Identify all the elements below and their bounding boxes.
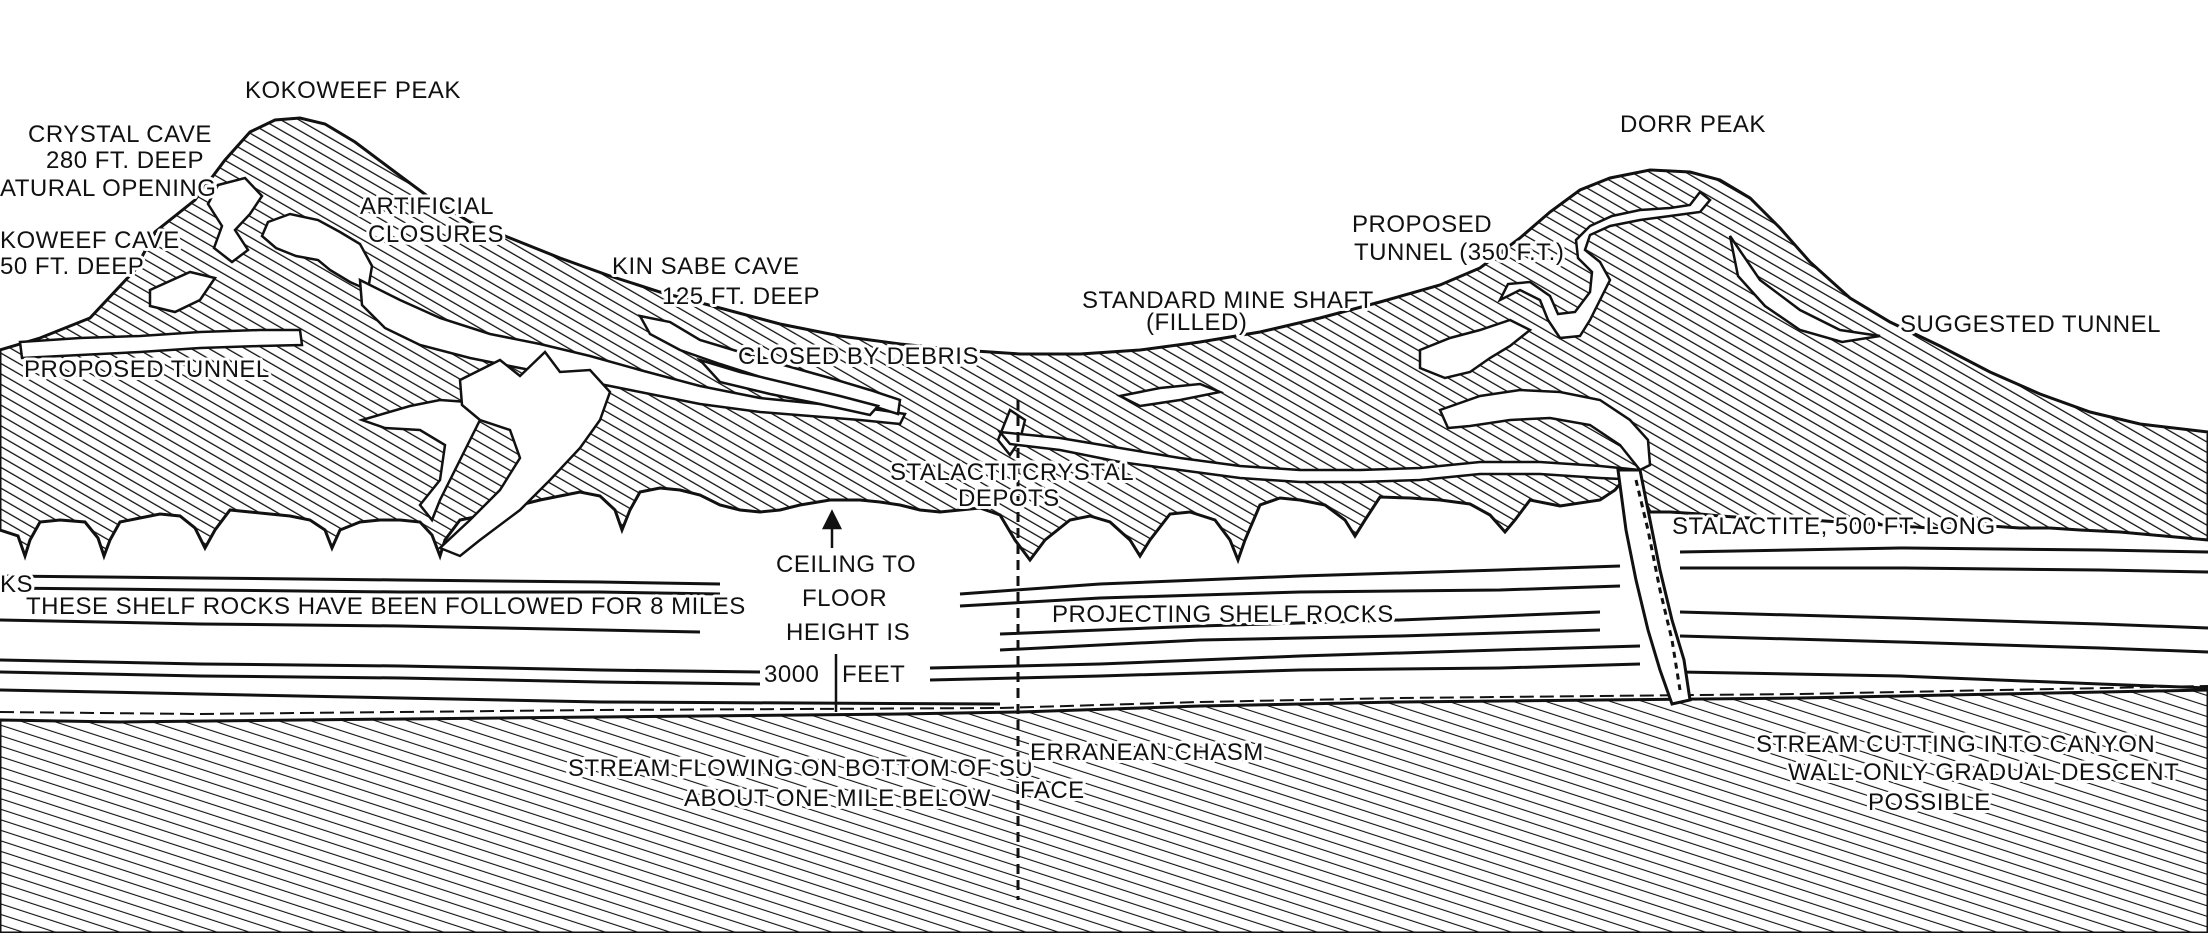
dorr-winding-passage — [1497, 190, 1712, 340]
label-kokoweef-cave: KOWEEF CAVE — [0, 227, 180, 254]
kokoweef-cave-passage — [148, 270, 218, 314]
stalactite-column — [1616, 468, 1692, 706]
closed-by-debris-passage — [696, 357, 881, 417]
proposed-tunnel-left-void — [18, 328, 304, 360]
label-deposits: DEPOTS — [958, 485, 1060, 512]
cave-passages — [18, 176, 1881, 558]
label-filled: (FILLED) — [1146, 309, 1247, 336]
label-rocks-edge: KS — [0, 571, 33, 598]
label-crystal-cave: CRYSTAL CAVE — [28, 121, 212, 148]
upper-rock-mass — [0, 116, 2208, 565]
label-tunnel-350: TUNNEL (350 F.T.) — [1354, 239, 1564, 266]
label-proposed: PROPOSED — [1352, 211, 1492, 238]
label-kin-sabe-cave: KIN SABE CAVE — [612, 253, 799, 280]
label-dorr-peak: DORR PEAK — [1620, 111, 1766, 138]
label-about-one-mile: ABOUT ONE MILE BELOW — [684, 785, 991, 812]
label-ceiling-to: CEILING TO — [776, 551, 916, 578]
label-stream-flowing: STREAM FLOWING ON BOTTOM OF SU — [568, 755, 1033, 782]
labels: KOKOWEEF PEAK CRYSTAL CAVE 280 FT. DEEP … — [0, 77, 2182, 819]
lower-ground-mass — [0, 688, 2208, 933]
label-wall-only: WALL-ONLY GRADUAL DESCENT — [1788, 759, 2179, 786]
label-artificial: ARTIFICIAL — [360, 193, 494, 220]
label-proposed-tunnel-left: PROPOSED TUNNEL — [24, 356, 270, 383]
label-stalactite-500: STALACTITE, 500 FT. LONG — [1672, 513, 1996, 540]
label-kin-sabe-depth: 125 FT. DEEP — [662, 283, 820, 310]
kin-sabe-passage — [637, 314, 902, 416]
label-projecting-shelf-rocks: PROJECTING SHELF ROCKS — [1052, 601, 1394, 628]
label-erranean-chasm: ERRANEAN CHASM — [1030, 739, 1264, 766]
stream-channel — [0, 685, 2208, 716]
label-suggested-tunnel: SUGGESTED TUNNEL — [1900, 311, 2161, 338]
label-face: FACE — [1020, 777, 1085, 804]
label-3000: 3000 — [764, 661, 819, 688]
dorr-tunnel-passage — [1418, 318, 1533, 380]
branch-passage-left — [357, 398, 482, 523]
label-kokoweef-cave-depth: 50 FT. DEEP — [0, 253, 144, 280]
label-shelf-rocks-followed: THESE SHELF ROCKS HAVE BEEN FOLLOWED FOR… — [26, 593, 746, 620]
shelf-rock-strata — [0, 546, 2208, 706]
label-crystal-cave-depth: 280 FT. DEEP — [46, 147, 204, 174]
label-height-is: HEIGHT IS — [786, 619, 910, 646]
mine-side-passage — [1116, 382, 1225, 408]
label-closures: CLOSURES — [368, 221, 504, 248]
label-stalactite-crystal: STALACTITCRYSTAL — [890, 459, 1134, 486]
label-standard-mine-shaft: STANDARD MINE SHAFT — [1082, 287, 1374, 314]
dorr-lower-passage — [1438, 388, 1652, 472]
label-floor: FLOOR — [802, 585, 887, 612]
artificial-closures-void — [260, 212, 374, 292]
label-stream-cutting: STREAM CUTTING INTO CANYON — [1756, 731, 2155, 758]
label-feet: FEET — [842, 661, 905, 688]
crystal-cave-passage — [206, 176, 264, 264]
label-kokoweef-peak: KOKOWEEF PEAK — [245, 77, 461, 104]
suggested-tunnel-void — [1728, 235, 1881, 344]
label-closed-by-debris: CLOSED BY DEBRIS — [738, 343, 979, 370]
label-natural-opening: ATURAL OPENING — [0, 175, 216, 202]
central-cave-void — [437, 350, 612, 558]
ceiling-height-arrow — [821, 509, 843, 712]
label-possible: POSSIBLE — [1868, 789, 1991, 816]
